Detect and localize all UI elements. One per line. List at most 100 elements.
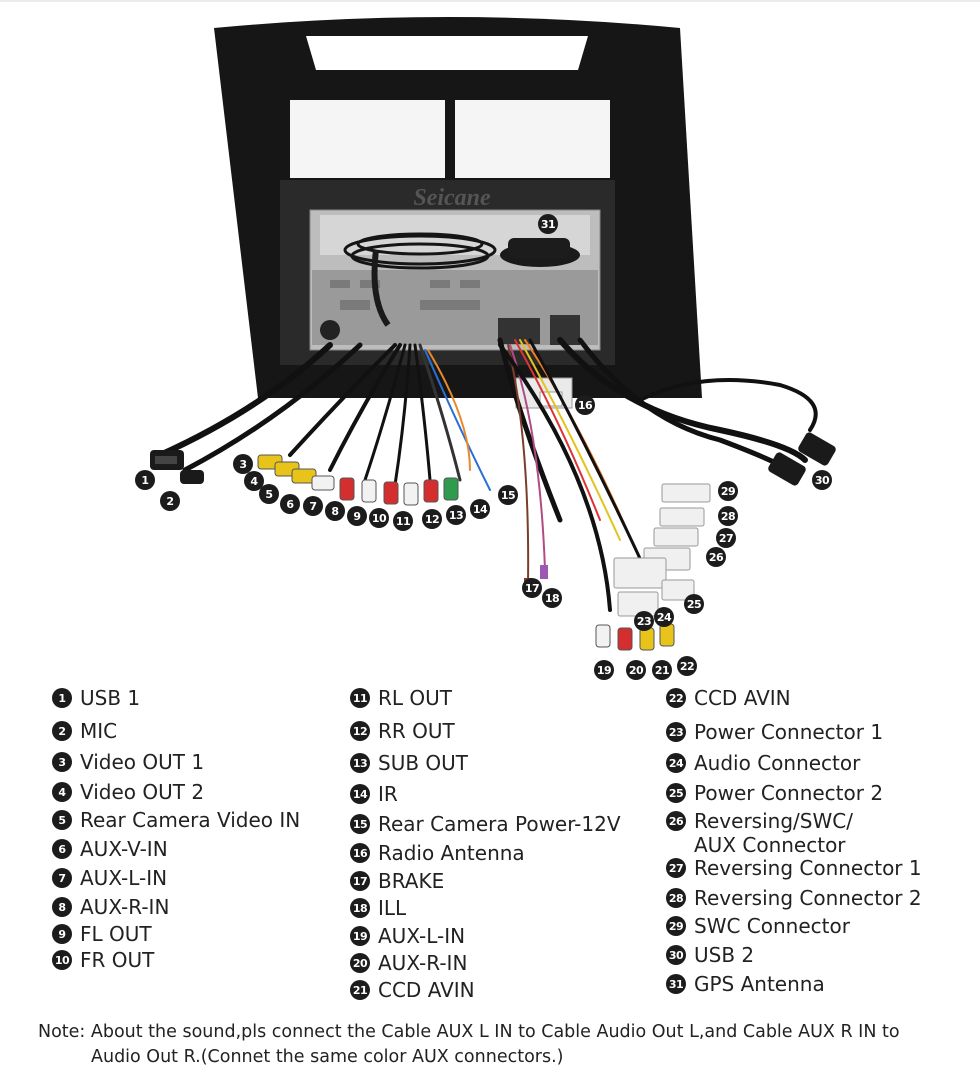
callout-31: 31 <box>538 214 558 234</box>
callout-29: 29 <box>718 481 738 501</box>
legend-number: 25 <box>666 783 686 803</box>
callout-7: 7 <box>303 496 323 516</box>
legend-item: 13 SUB OUT <box>350 751 468 775</box>
callout-13: 13 <box>446 505 466 525</box>
legend-label: MIC <box>80 719 118 743</box>
watermark-text: Seicane <box>413 185 491 211</box>
callout-3: 3 <box>233 454 253 474</box>
callout-26: 26 <box>706 547 726 567</box>
callout-20: 20 <box>626 660 646 680</box>
legend-item: 25 Power Connector 2 <box>666 781 883 805</box>
legend-item: 19 AUX-L-IN <box>350 924 465 948</box>
callout-5: 5 <box>259 484 279 504</box>
legend-label: RL OUT <box>378 686 452 710</box>
legend-item: 9 FL OUT <box>52 922 152 946</box>
mic-plug <box>180 470 204 484</box>
legend-label: FL OUT <box>80 922 152 946</box>
legend-label: AUX-L-IN <box>378 924 466 948</box>
callout-23: 23 <box>634 611 654 631</box>
callout-19: 19 <box>594 660 614 680</box>
legend-item: 2 MIC <box>52 719 117 743</box>
legend-label: Radio Antenna <box>378 841 525 865</box>
legend-item: 20 AUX-R-IN <box>350 951 467 975</box>
callout-30: 30 <box>812 470 832 490</box>
callout-2: 2 <box>160 491 180 511</box>
legend-label: FR OUT <box>80 948 155 972</box>
legend-number: 13 <box>350 753 370 773</box>
legend-number: 2 <box>52 721 72 741</box>
legend-item: 14 IR <box>350 782 398 806</box>
legend-label: IR <box>378 782 398 806</box>
legend-label: BRAKE <box>378 869 445 893</box>
legend-number: 3 <box>52 752 72 772</box>
legend-number: 17 <box>350 871 370 891</box>
callout-27: 27 <box>716 528 736 548</box>
legend-label: Video OUT 1 <box>80 750 205 774</box>
legend-number: 28 <box>666 888 686 908</box>
legend-number: 22 <box>666 688 686 708</box>
callout-11: 11 <box>393 511 413 531</box>
legend-item: 3 Video OUT 1 <box>52 750 204 774</box>
legend-number: 26 <box>666 811 686 831</box>
legend-label-continued: AUX Connector <box>694 833 846 857</box>
legend-label: USB 1 <box>80 686 141 710</box>
legend-item: 11 RL OUT <box>350 686 452 710</box>
legend-label: Power Connector 2 <box>694 781 884 805</box>
legend-label: AUX-R-IN <box>378 951 468 975</box>
callout-12: 12 <box>422 509 442 529</box>
legend-label: SWC Connector <box>694 914 850 938</box>
callout-18: 18 <box>542 588 562 608</box>
legend-number: 9 <box>52 924 72 944</box>
legend-item: 12 RR OUT <box>350 719 455 743</box>
legend-number: 14 <box>350 784 370 804</box>
callout-9: 9 <box>347 506 367 526</box>
legend-number: 30 <box>666 945 686 965</box>
callout-17: 17 <box>522 578 542 598</box>
legend-item: 26 Reversing/SWC/ AUX Connector <box>666 809 853 857</box>
legend-item: 10 FR OUT <box>52 948 154 972</box>
legend-number: 21 <box>350 980 370 1000</box>
legend-item: 27 Reversing Connector 1 <box>666 856 922 880</box>
legend-number: 20 <box>350 953 370 973</box>
legend-number: 12 <box>350 721 370 741</box>
legend-label: CCD AVIN <box>378 978 475 1002</box>
legend-number: 19 <box>350 926 370 946</box>
legend-number: 15 <box>350 814 370 834</box>
usb2-plug <box>768 452 806 486</box>
legend-number: 27 <box>666 858 686 878</box>
legend-number: 16 <box>350 843 370 863</box>
legend-item: 1 USB 1 <box>52 686 140 710</box>
legend-label: Audio Connector <box>694 751 861 775</box>
callout-4: 4 <box>244 471 264 491</box>
callout-8: 8 <box>325 501 345 521</box>
note-line-1: Note: About the sound,pls connect the Ca… <box>38 1022 900 1042</box>
legend-label: RR OUT <box>378 719 455 743</box>
legend-label: Reversing Connector 1 <box>694 856 922 880</box>
legend-number: 1 <box>52 688 72 708</box>
legend-item: 30 USB 2 <box>666 943 754 967</box>
legend-item: 21 CCD AVIN <box>350 978 475 1002</box>
legend-label: Reversing Connector 2 <box>694 886 922 910</box>
legend-item: 28 Reversing Connector 2 <box>666 886 922 910</box>
callout-14: 14 <box>470 499 490 519</box>
callout-25: 25 <box>684 594 704 614</box>
legend-number: 10 <box>52 950 72 970</box>
legend-label: Power Connector 1 <box>694 720 884 744</box>
callout-16: 16 <box>575 395 595 415</box>
legend-label: Reversing/SWC/ <box>694 809 853 833</box>
legend-label: Rear Camera Video IN <box>80 808 301 832</box>
callout-10: 10 <box>369 508 389 528</box>
legend-label: USB 2 <box>694 943 755 967</box>
legend-number: 7 <box>52 868 72 888</box>
legend-number: 8 <box>52 897 72 917</box>
legend-label: SUB OUT <box>378 751 469 775</box>
legend-number: 11 <box>350 688 370 708</box>
